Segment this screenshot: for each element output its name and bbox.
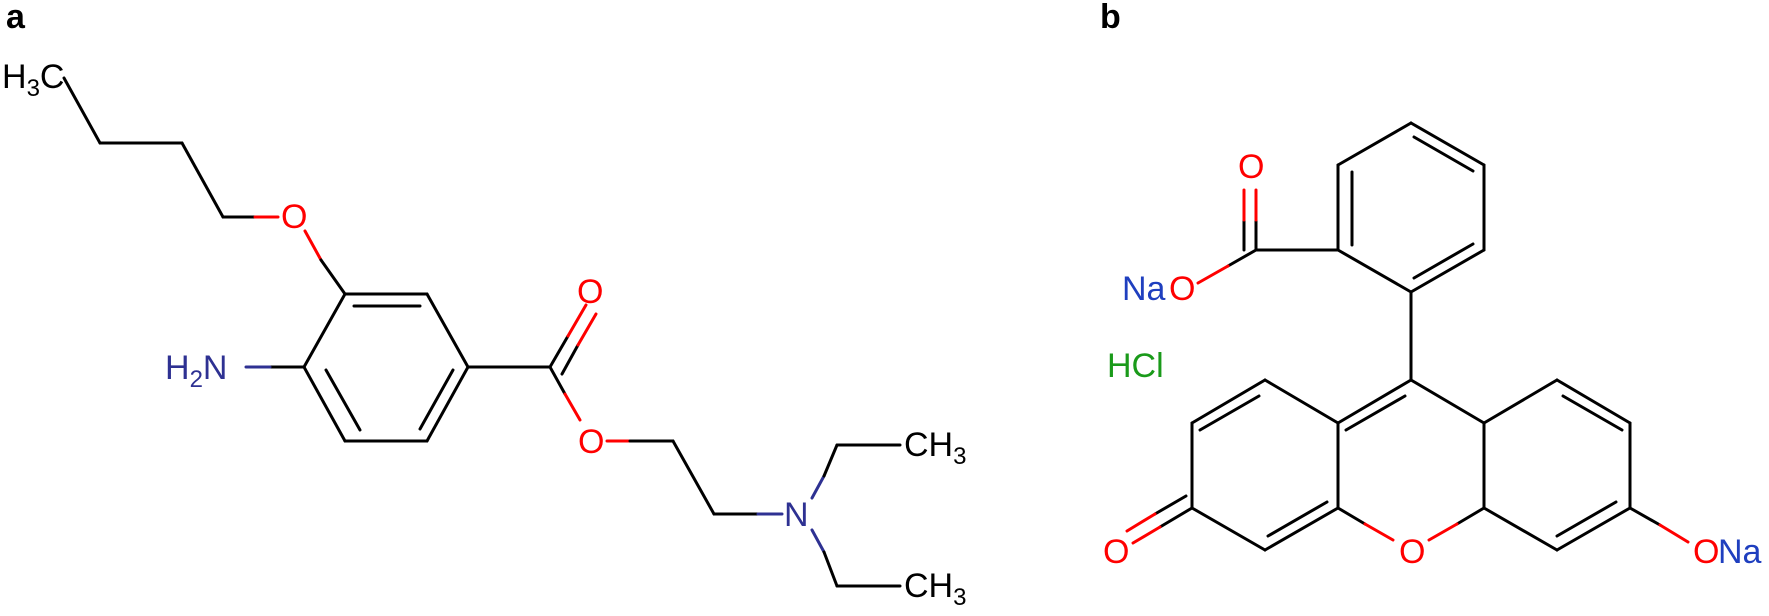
bond bbox=[1190, 378, 1267, 425]
bond bbox=[1196, 264, 1230, 285]
atom-ether-oxygen: O bbox=[281, 198, 307, 236]
panel-a-bonds bbox=[62, 76, 902, 588]
bond bbox=[1363, 522, 1395, 542]
atom-carboxyl-oxygen: O bbox=[1238, 148, 1264, 186]
bond bbox=[560, 343, 580, 376]
bond bbox=[1198, 394, 1261, 432]
bond bbox=[1409, 378, 1486, 425]
bond bbox=[1336, 506, 1367, 526]
atom-amine-nh2: H2N bbox=[165, 349, 227, 393]
bond bbox=[418, 368, 455, 431]
atom-ring-oxygen: O bbox=[1399, 533, 1425, 571]
bond bbox=[302, 365, 347, 443]
bond bbox=[822, 443, 839, 478]
bond bbox=[425, 365, 470, 443]
bond bbox=[810, 528, 826, 554]
atom-amine-nitrogen: N bbox=[784, 496, 809, 534]
bond bbox=[1658, 523, 1690, 544]
atom-carbonyl-oxygen: O bbox=[577, 273, 603, 311]
bond bbox=[1555, 378, 1632, 425]
panel-a-label: a bbox=[6, 0, 26, 36]
bond bbox=[1336, 121, 1413, 167]
bond bbox=[576, 312, 598, 347]
bond bbox=[303, 229, 323, 262]
bond bbox=[548, 334, 570, 369]
bond bbox=[1336, 248, 1413, 294]
bond bbox=[1336, 378, 1413, 425]
bond bbox=[563, 392, 582, 422]
bond bbox=[1555, 506, 1632, 552]
bond bbox=[425, 292, 470, 369]
bond bbox=[1409, 121, 1486, 167]
bond bbox=[324, 368, 362, 432]
bond bbox=[319, 258, 347, 296]
bond bbox=[1266, 500, 1329, 538]
bond bbox=[1190, 506, 1267, 552]
panel-b-bonds bbox=[1125, 121, 1690, 552]
atom-sodium-left: Na bbox=[1122, 270, 1166, 308]
bond bbox=[810, 474, 826, 500]
atom-ester-oxygen: O bbox=[578, 423, 604, 461]
bond bbox=[302, 292, 347, 369]
bond bbox=[1482, 378, 1559, 425]
bond bbox=[1555, 500, 1618, 538]
atom-ch3-bottom: CH3 bbox=[904, 567, 966, 611]
bond bbox=[1455, 506, 1486, 526]
bond bbox=[1125, 512, 1157, 533]
bond bbox=[1412, 135, 1475, 173]
bond bbox=[548, 365, 567, 396]
atom-ch3-top: CH3 bbox=[904, 426, 966, 470]
bond bbox=[1158, 506, 1194, 529]
panel-b-structure: b bbox=[1100, 0, 1762, 571]
bond bbox=[1226, 248, 1258, 268]
bond bbox=[1427, 522, 1459, 542]
atom-keto-oxygen: O bbox=[1103, 533, 1129, 571]
bond bbox=[1153, 494, 1188, 516]
bond bbox=[1561, 394, 1624, 432]
bond bbox=[1628, 506, 1662, 527]
atom-h3c-label: H3C bbox=[2, 58, 64, 102]
bond bbox=[822, 550, 839, 588]
atom-sodium-right: Na bbox=[1718, 533, 1762, 571]
panel-a-structure: a bbox=[2, 0, 966, 611]
bond bbox=[1344, 394, 1407, 432]
bond bbox=[566, 303, 588, 338]
atom-oxygen-sodium-left: O bbox=[1169, 270, 1195, 308]
bond bbox=[671, 439, 716, 516]
bond bbox=[1263, 506, 1340, 552]
bond bbox=[1482, 506, 1559, 552]
atom-oxygen-sodium-right: O bbox=[1693, 533, 1719, 571]
bond bbox=[1409, 248, 1486, 294]
atom-hcl: HCl bbox=[1107, 347, 1164, 385]
bond bbox=[1263, 378, 1340, 425]
bond bbox=[1131, 525, 1162, 545]
bond bbox=[180, 141, 225, 219]
bond bbox=[1412, 242, 1475, 280]
panel-b-label: b bbox=[1100, 0, 1121, 36]
bond bbox=[62, 76, 102, 145]
